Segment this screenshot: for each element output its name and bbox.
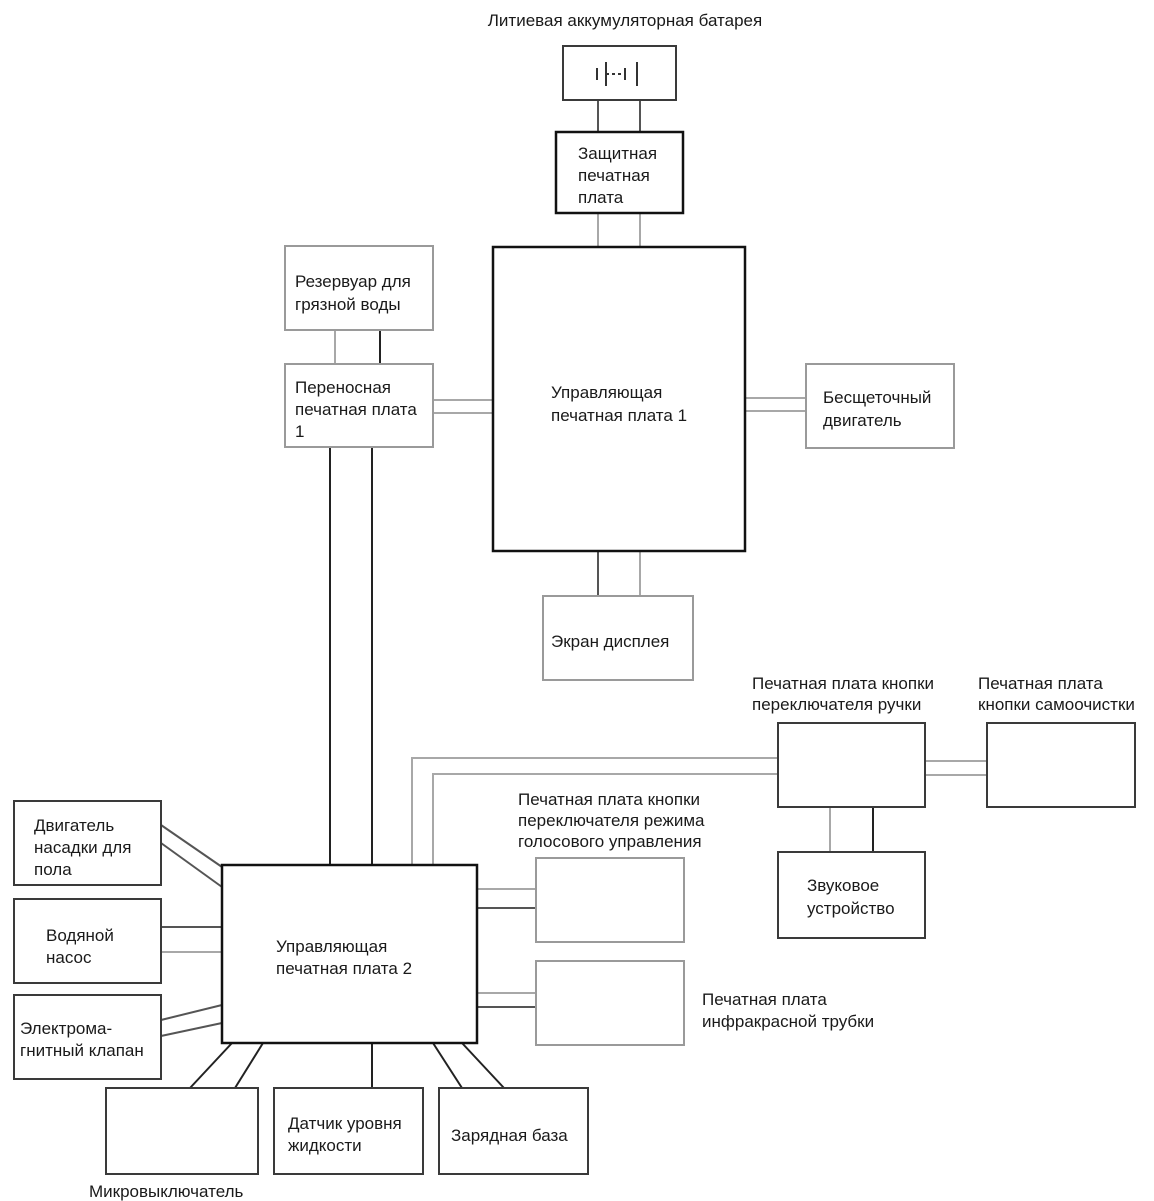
control-pcb1-box [491,245,747,553]
voice-mode-pcb-label: Печатная плата кнопки переключателя режи… [518,790,709,851]
control-pcb2-label: Управляющая печатная плата 2 [276,937,412,978]
brushless-motor-box [805,363,955,449]
transfer-pcb-label: Переносная печатная плата 1 [295,378,422,441]
handle-switch-pcb-label: Печатная плата кнопки переключателя ручк… [752,674,939,714]
solenoid-valve-box [13,994,162,1080]
water-pump-box [13,898,162,984]
floor-motor-box [13,800,162,886]
microswitch-label: Микровыключатель [89,1182,244,1201]
self-clean-pcb-box [986,722,1136,808]
control-pcb1-label: Управляющая печатная плата 1 [551,383,687,425]
protection-pcb-box [554,130,685,215]
dirty-tank-box [284,245,434,331]
ir-tube-pcb-box [535,960,685,1046]
battery-symbol-icon [596,62,638,86]
handle-switch-pcb-box [777,722,926,808]
control-pcb2-box [220,863,479,1045]
self-clean-pcb-label: Печатная плата кнопки самоочистки [978,674,1135,714]
solenoid-valve-label: Электрома- гнитный клапан [20,1019,144,1060]
display-box [542,595,694,681]
voice-mode-pcb-box [535,857,685,943]
water-pump-label: Водяной насос [46,926,119,967]
ir-tube-pcb-label: Печатная плата инфракрасной трубки [702,990,874,1031]
level-sensor-label: Датчик уровня жидкости [288,1114,406,1155]
protection-pcb-label: Защитная печатная плата [578,144,662,207]
display-label: Экран дисплея [551,632,669,651]
wires [160,100,987,1089]
floor-motor-label: Двигатель насадки для пола [34,816,136,879]
sound-device-label: Звуковое устройство [807,876,895,918]
battery-label: Литиевая аккумуляторная батарея [488,11,762,30]
transfer-pcb-box [284,363,434,448]
dirty-tank-label: Резервуар для грязной воды [295,272,416,314]
microswitch-box [105,1087,259,1175]
charging-base-label: Зарядная база [451,1126,568,1145]
sound-device-box [777,851,926,939]
charging-base-box [438,1087,589,1175]
level-sensor-box [273,1087,424,1175]
brushless-motor-label: Бесщеточный двигатель [823,388,936,430]
